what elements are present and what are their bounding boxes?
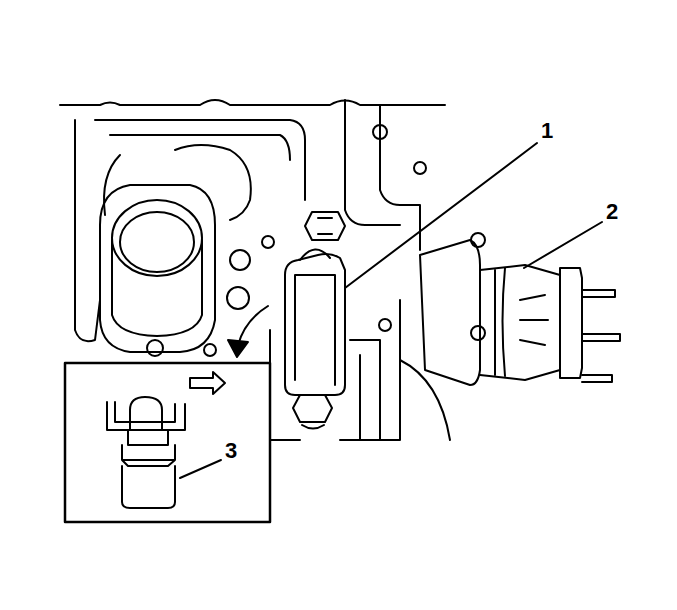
sensor-body [122,466,175,508]
view-arrow [238,306,268,345]
sensor-clip [107,402,185,430]
sensor-body [128,430,168,445]
port-boss [100,185,215,352]
hub-flange [420,240,480,385]
hub-body [480,265,560,380]
boss [230,250,250,270]
port-bore [112,200,202,276]
leader-line [180,460,221,478]
inset-frame [65,363,270,522]
block-casting [75,120,100,341]
bolt-washer [302,425,324,429]
bolt-head [305,212,345,240]
callout-number: 3 [223,439,239,463]
wheel-stud [582,334,620,341]
sensor-bracket [300,249,330,260]
port-pipe [112,240,202,336]
leader-line [524,222,602,268]
leader-line [345,143,537,288]
hub-ribs [495,268,548,376]
direction-arrow [190,372,225,394]
boss [262,236,274,248]
boss [379,319,391,331]
bolt-head [318,218,332,234]
boss [147,340,163,356]
hub-flange [560,268,582,378]
block-casting [110,135,290,160]
block-casting [345,100,400,225]
view-arrow-head [228,340,248,357]
sensor-bracket [295,275,335,385]
bolt-head [293,395,332,422]
block-casting [104,155,120,215]
wheel-stud [582,290,615,297]
boss [414,162,426,174]
sensor-body [122,445,175,466]
block-casting [350,340,380,440]
sensor-connector [130,397,162,430]
hub-bolt [471,326,485,340]
callout-number: 2 [604,200,620,224]
boss [204,344,216,356]
block-edge [60,100,445,105]
boss [373,125,387,139]
sensor-bracket [285,254,345,395]
callout-number: 1 [539,119,555,143]
block-casting [400,360,450,440]
boss [227,287,249,309]
wheel-stud [582,375,612,382]
hub-bolt [471,233,485,247]
port-bore [120,212,194,272]
